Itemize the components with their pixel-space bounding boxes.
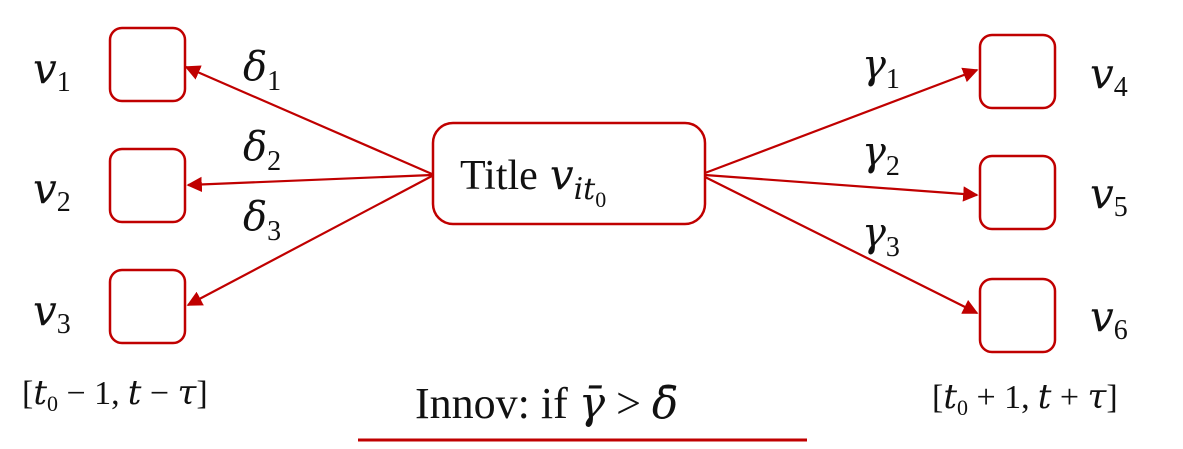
edge-label-delta-2: δ2 <box>243 124 281 177</box>
edge-label-gamma-3: γ3 <box>862 210 900 263</box>
edge-gamma-1 <box>704 67 979 175</box>
edge-gamma-3 <box>704 176 979 314</box>
node-label-v1: v1 <box>33 44 71 98</box>
node-box-v3 <box>108 268 187 345</box>
node-label-v2: v2 <box>33 164 71 218</box>
node-box-v1 <box>108 26 187 103</box>
edge-delta-3 <box>186 175 433 306</box>
left-time-range: [t0 − 1,t − τ] <box>22 373 208 416</box>
edge-delta-2 <box>186 173 433 193</box>
node-label-v3: v3 <box>33 286 71 340</box>
node-box-v6 <box>978 277 1057 354</box>
node-box-v4 <box>978 33 1057 110</box>
right-time-range: [t0 + 1,t + τ] <box>932 377 1118 420</box>
edge-label-delta-3: δ3 <box>243 194 281 247</box>
center-node-box <box>431 121 707 226</box>
node-box-v5 <box>978 154 1057 231</box>
node-label-v5: v5 <box>1090 169 1128 223</box>
edge-delta-1 <box>184 65 433 176</box>
node-label-v6: v6 <box>1090 292 1128 346</box>
edge-label-delta-1: δ1 <box>243 44 281 97</box>
edge-label-gamma-1: γ1 <box>862 42 900 95</box>
node-box-v2 <box>108 147 187 224</box>
innovation-caption: Innov: if γ̄ > δ̄ <box>415 378 678 429</box>
edge-gamma-2 <box>704 173 979 202</box>
edge-label-gamma-2: γ2 <box>862 129 900 182</box>
node-label-v4: v4 <box>1090 49 1128 103</box>
